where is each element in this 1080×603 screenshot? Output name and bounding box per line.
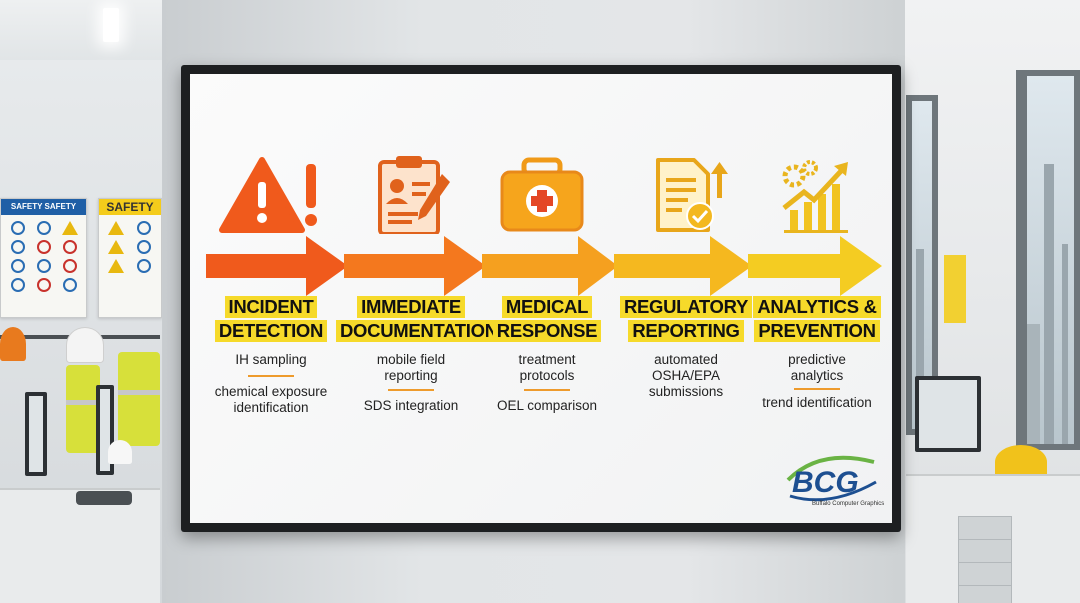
step-detail: chemical exposure identification	[214, 384, 328, 415]
safety-vest	[66, 365, 100, 453]
white-hard-hat	[108, 440, 132, 464]
step-title: REGULATORY REPORTING	[611, 295, 761, 343]
step-title: MEDICAL RESPONSE	[472, 295, 622, 343]
ceiling-light	[103, 8, 119, 42]
step-title: IMMEDIATE DOCUMENTATION	[336, 295, 502, 343]
infographic-screen: INCIDENT DETECTION IMMEDIATE DOCUMENTATI…	[190, 74, 892, 523]
desk-phone	[76, 491, 132, 505]
step-detail: predictive analytics	[788, 352, 846, 383]
arrow-1	[206, 236, 348, 296]
step-title: INCIDENT DETECTION	[196, 295, 346, 343]
bcg-logo-mark: BCG Buffalo Computer Graphics	[786, 455, 884, 507]
step-detail: automated OSHA/EPA submissions	[648, 352, 724, 399]
svg-text:Buffalo Computer Graphics: Buffalo Computer Graphics	[812, 501, 884, 507]
poster-icon-grid	[1, 215, 86, 298]
warning-icon	[219, 157, 317, 233]
window	[1016, 70, 1080, 450]
step-detail: IH sampling	[235, 352, 307, 367]
step-detail: OEL comparison	[496, 398, 598, 413]
separator	[248, 375, 294, 377]
arrow-4	[614, 236, 752, 296]
arrow-2	[344, 236, 486, 296]
arrow-5	[748, 236, 882, 296]
safety-poster-left: SAFETY SAFETY	[0, 198, 87, 318]
safety-poster-right: SAFETY	[98, 198, 162, 318]
wall-display: INCIDENT DETECTION IMMEDIATE DOCUMENTATI…	[181, 65, 901, 532]
medical-kit-icon	[500, 157, 584, 232]
bcg-logo: BCG Buffalo Computer Graphics	[780, 452, 890, 512]
yellow-hard-hat	[995, 445, 1047, 479]
clipboard-icon	[378, 156, 450, 234]
monitor	[915, 376, 981, 452]
desk	[0, 488, 160, 603]
white-hard-hat	[66, 327, 104, 363]
step-title: ANALYTICS & PREVENTION	[742, 295, 892, 343]
safety-vest	[118, 352, 160, 446]
step-detail: SDS integration	[363, 398, 459, 413]
step-detail: treatment protocols	[518, 352, 576, 383]
arrow-3	[482, 236, 618, 296]
step-detail: trend identification	[762, 395, 872, 410]
separator	[794, 388, 840, 390]
drawer-cabinet	[958, 516, 1012, 603]
warning-sign	[944, 255, 966, 323]
separator	[524, 389, 570, 391]
separator	[388, 389, 434, 391]
orange-hard-hat	[0, 327, 26, 361]
step-detail: mobile field reporting	[376, 352, 446, 383]
monitor	[25, 392, 47, 476]
analytics-icon	[782, 160, 848, 233]
document-check-icon	[656, 158, 728, 232]
process-arrows	[206, 236, 882, 296]
